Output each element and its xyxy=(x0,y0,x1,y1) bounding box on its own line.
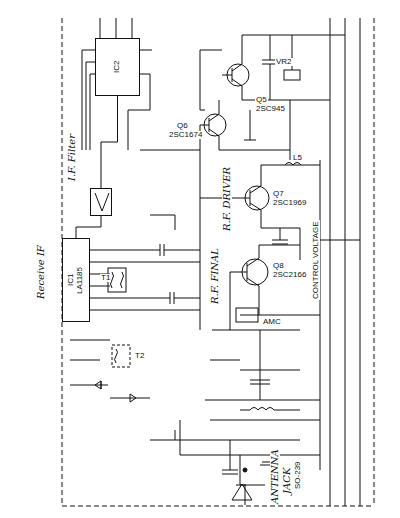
filter-heading: I.F. Filter xyxy=(66,134,77,181)
chip-label: IC1 xyxy=(67,274,76,286)
part-label: SO-239 xyxy=(294,460,302,490)
part-label: Q7 xyxy=(272,190,285,198)
wire-connector xyxy=(101,96,118,188)
part-label: 2SC2166 xyxy=(272,271,307,279)
part-label: AMC xyxy=(262,318,282,326)
part-label: Q8 xyxy=(272,262,285,270)
chip-label: LA1185 xyxy=(76,267,85,294)
wire-connector xyxy=(76,216,101,238)
enclosure-border xyxy=(62,18,374,506)
block-label: ANTENNA xyxy=(270,448,280,505)
part-label: L5 xyxy=(292,154,303,162)
block-label: Receive IF xyxy=(36,244,46,300)
part-label: T2 xyxy=(134,352,145,360)
part-label: Q5 xyxy=(255,96,268,104)
part-label: CONTROL VOLTAGE xyxy=(312,220,320,300)
part-label: Q6 xyxy=(176,122,189,130)
if-filter: I.F. Filter xyxy=(90,188,112,216)
block-label: R.F. DRIVER xyxy=(222,166,232,232)
block-label: R.F. FINAL xyxy=(210,247,220,305)
part-label: 2SC1674 xyxy=(168,131,203,139)
ic-chip: IC1LA1185 xyxy=(62,238,90,322)
part-label: 2SC1969 xyxy=(272,199,307,207)
block-label: JACK xyxy=(282,467,292,495)
part-label: VR2 xyxy=(275,58,293,66)
filter-symbol xyxy=(91,189,113,217)
part-label: 2SC945 xyxy=(255,105,286,113)
ic-chip: IC2 xyxy=(95,38,140,96)
part-label: T1 xyxy=(100,274,111,282)
chip-label: IC2 xyxy=(113,61,122,73)
